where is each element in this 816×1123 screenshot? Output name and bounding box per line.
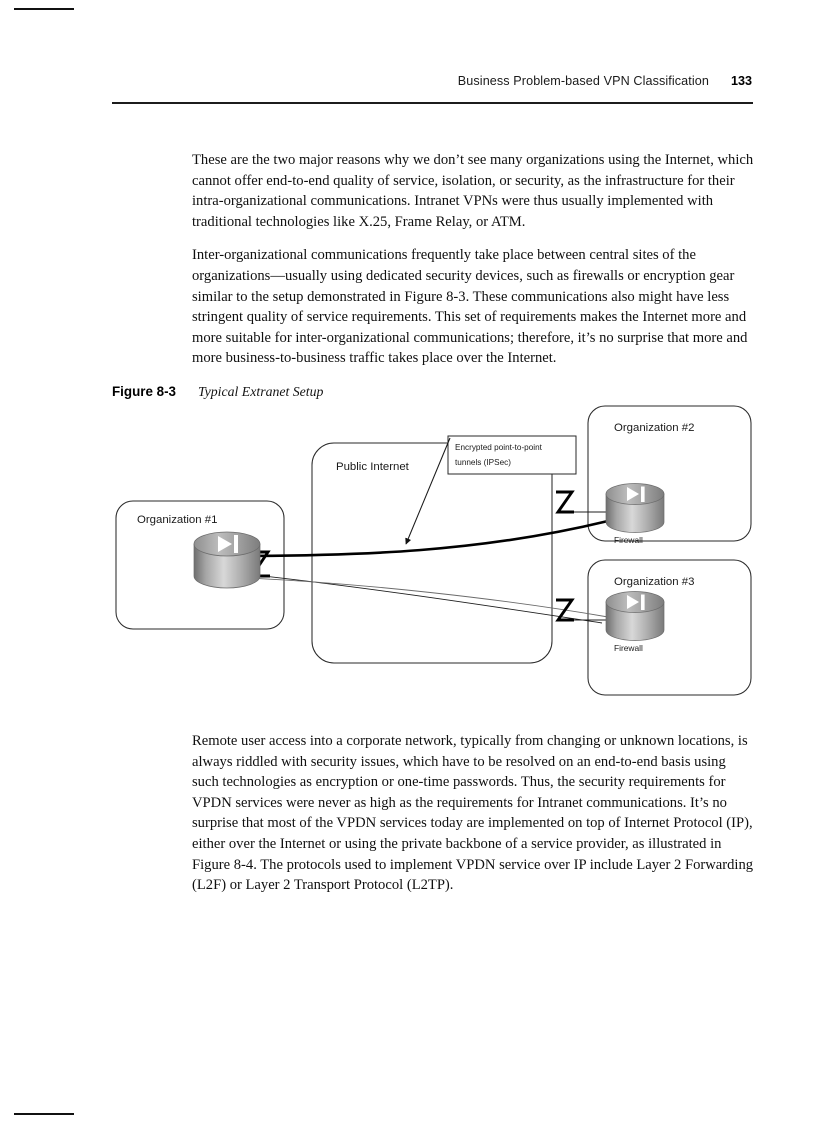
- organization-3-label: Organization #3: [614, 576, 694, 588]
- firewall-icon-org3-group: Firewall: [605, 591, 665, 653]
- body-text-upper: These are the two major reasons why we d…: [192, 150, 754, 382]
- page-number: 133: [730, 74, 752, 88]
- callout-line-2: tunnels (IPSec): [455, 458, 511, 467]
- firewall-icon-org1-group: [193, 531, 261, 589]
- public-internet-label: Public Internet: [336, 461, 410, 473]
- organization-2-label: Organization #2: [614, 422, 694, 434]
- paragraph: Inter-organizational communications freq…: [192, 247, 748, 367]
- firewall-icon: [605, 483, 665, 533]
- serial-bolt-org3: [555, 598, 575, 622]
- paragraph: Remote user access into a corporate netw…: [192, 733, 754, 894]
- callout-group: Encrypted point-to-point tunnels (IPSec): [405, 435, 577, 545]
- running-header: Business Problem-based VPN Classificatio…: [112, 74, 752, 88]
- header-title: Business Problem-based VPN Classificatio…: [457, 74, 709, 88]
- callout-line-1: Encrypted point-to-point: [455, 443, 543, 452]
- firewall-label-org3: Firewall: [614, 643, 643, 653]
- figure-title: Typical Extranet Setup: [198, 384, 324, 399]
- firewall-icon: [193, 531, 261, 589]
- crop-mark-top: [14, 8, 74, 10]
- header-rule: [112, 102, 753, 105]
- firewall-icon-org2-group: Firewall: [605, 483, 665, 545]
- callout-box: [447, 435, 577, 475]
- firewall-label-org2: Firewall: [614, 535, 643, 545]
- firewall-icon: [605, 591, 665, 641]
- public-internet-box: [311, 442, 553, 664]
- tunnel-link-thick: [226, 519, 609, 558]
- public-internet-group: Public Internet: [311, 442, 553, 664]
- figure-label: Figure 8-3: [112, 384, 176, 399]
- tunnel-link-thin: [226, 571, 603, 624]
- paragraph: These are the two major reasons why we d…: [192, 152, 754, 230]
- callout-leader-arrow: [405, 437, 451, 545]
- figure-caption: Figure 8-3 Typical Extranet Setup: [112, 384, 323, 400]
- organization-1-label: Organization #1: [137, 514, 217, 526]
- crop-mark-bottom: [14, 1113, 74, 1115]
- serial-bolt-org2: [555, 490, 575, 514]
- body-text-lower: Remote user access into a corporate netw…: [192, 731, 754, 909]
- figure-extranet-diagram: Organization #1 Public Internet Organiza…: [110, 404, 760, 700]
